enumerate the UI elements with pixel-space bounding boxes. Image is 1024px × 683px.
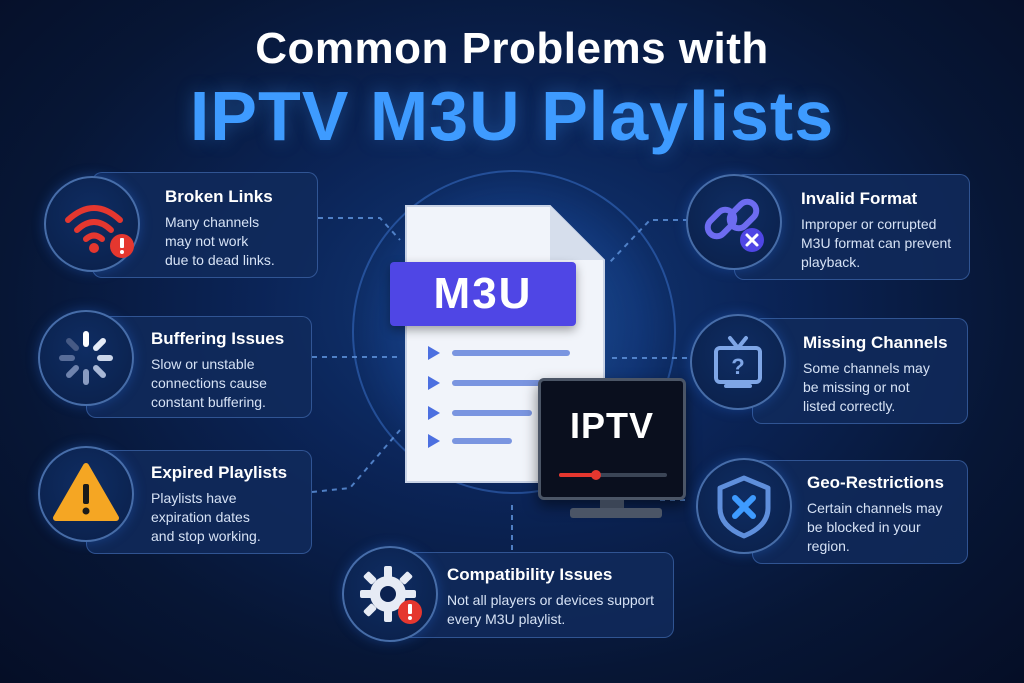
shield-x-icon (717, 475, 771, 539)
list-line-4 (452, 438, 512, 444)
title-line-2: IPTV M3U Playlists (189, 77, 835, 155)
tv-progress-track (559, 473, 667, 477)
warning-triangle-icon (53, 463, 119, 521)
m3u-label-banner: M3U (390, 262, 576, 326)
connector-invalid-format (609, 219, 688, 263)
gear-error-icon (360, 566, 422, 624)
card-title: Broken Links (165, 187, 273, 206)
list-line-3 (452, 410, 532, 416)
card-title: Expired Playlists (151, 463, 288, 482)
badge-geo-restrictions (696, 458, 792, 554)
tv-progress-fill (559, 473, 595, 477)
list-arrow-2 (428, 376, 440, 390)
connector-expired (311, 429, 401, 493)
wifi-error-icon (65, 205, 134, 258)
title-line-1: Common Problems with (255, 24, 769, 73)
badge-missing-channels: ? (690, 314, 786, 410)
badge-buffering-issues (38, 310, 134, 406)
connector-broken-links (318, 217, 401, 241)
card-title: Geo-Restrictions (807, 473, 944, 492)
list-arrow-4 (428, 434, 440, 448)
card-compatibility-issues: Compatibility Issues Not all players or … (392, 552, 674, 638)
badge-compatibility-issues (342, 546, 438, 642)
card-title: Compatibility Issues (447, 565, 613, 584)
list-arrow-3 (428, 406, 440, 420)
badge-expired-playlists (38, 446, 134, 542)
tv-monitor: IPTV (538, 378, 686, 500)
card-title: Buffering Issues (151, 329, 285, 348)
tv-stand-base (570, 508, 662, 518)
tv-stand-neck (600, 500, 624, 510)
broken-link-icon (704, 198, 764, 252)
card-title: Invalid Format (801, 189, 918, 208)
list-arrow-1 (428, 346, 440, 360)
tv-progress-knob (591, 470, 601, 480)
card-title: Missing Channels (803, 333, 948, 352)
svg-text:?: ? (731, 354, 744, 379)
tv-question-icon: ? (714, 336, 762, 388)
badge-broken-links (44, 176, 140, 272)
list-line-1 (452, 350, 570, 356)
loading-spinner-icon (59, 331, 113, 385)
tv-label-text: IPTV (569, 405, 654, 446)
m3u-label-text: M3U (433, 269, 533, 318)
badge-invalid-format (686, 174, 782, 270)
list-line-2 (452, 380, 552, 386)
file-fold (550, 206, 604, 260)
